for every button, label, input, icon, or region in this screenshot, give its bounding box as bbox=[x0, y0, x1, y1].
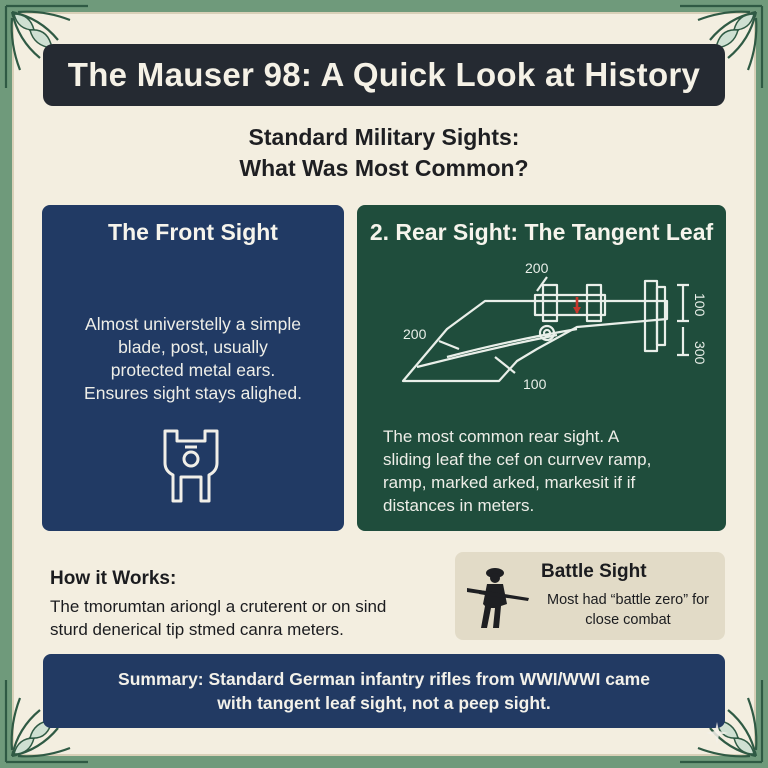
title-banner: The Mauser 98: A Quick Look at History bbox=[43, 44, 725, 106]
how-it-works-heading: How it Works: bbox=[50, 568, 177, 589]
diagram-label-200-top: 200 bbox=[525, 260, 549, 276]
rear-sight-line: distances in meters. bbox=[383, 496, 535, 515]
front-sight-line: Almost universtelly a simple bbox=[85, 314, 301, 334]
how-it-works-text: The tmorumtan ariongl a cruterent or on … bbox=[50, 595, 450, 641]
front-sight-heading: The Front Sight bbox=[108, 219, 278, 245]
rear-sight-panel: 2. Rear Sight: The Tangent Leaf bbox=[357, 205, 726, 531]
how-it-works-line: sturd denerical tip stmed canra meters. bbox=[50, 620, 344, 639]
summary-banner: Summary: Standard German infantry rifles… bbox=[43, 654, 725, 728]
tangent-leaf-diagram: 200 200 100 100 300 bbox=[401, 260, 708, 392]
rear-sight-line: The most common rear sight. A bbox=[383, 427, 620, 446]
section-subtitle: Standard Military Sights: What Was Most … bbox=[0, 122, 768, 184]
rear-sight-line: sliding leaf the cef on currvev ramp, bbox=[383, 450, 652, 469]
corner-ornament-icon bbox=[4, 4, 88, 88]
front-sight-panel: The Front Sight Almost universtelly a si… bbox=[42, 205, 344, 531]
battle-sight-heading: Battle Sight bbox=[541, 561, 647, 582]
summary-line-2: with tangent leaf sight, not a peep sigh… bbox=[217, 693, 551, 713]
summary-text: Summary: Standard German infantry rifles… bbox=[118, 667, 650, 715]
diagram-label-200-left: 200 bbox=[403, 326, 427, 342]
front-sight-description: Almost universtelly a simple blade, post… bbox=[56, 313, 330, 405]
corner-ornament-icon bbox=[680, 680, 764, 764]
front-sight-line: Ensures sight stays alighed. bbox=[84, 383, 302, 403]
subtitle-line-1: Standard Military Sights: bbox=[248, 124, 520, 150]
rear-sight-heading: 2. Rear Sight: The Tangent Leaf bbox=[369, 219, 714, 245]
summary-line-1: Summary: Standard German infantry rifles… bbox=[118, 669, 650, 689]
corner-ornament-icon bbox=[680, 4, 764, 88]
front-sight-line: protected metal ears. bbox=[110, 360, 276, 380]
battle-sight-text: Most had “battle zero” for close combat bbox=[535, 590, 721, 630]
battle-sight-line: Most had “battle zero” for bbox=[547, 592, 709, 608]
battle-sight-box: Battle Sight Most had “battle zero” for … bbox=[455, 552, 725, 640]
diagram-label-100-bottom: 100 bbox=[523, 376, 547, 392]
diagram-label-300-right: 300 bbox=[692, 341, 708, 365]
rear-sight-line: ramp, marked arked, markesit if if bbox=[383, 473, 636, 492]
soldier-silhouette-icon bbox=[467, 568, 529, 628]
front-sight-hood-icon bbox=[163, 429, 219, 503]
battle-sight-line: close combat bbox=[585, 612, 671, 628]
page-title: The Mauser 98: A Quick Look at History bbox=[67, 56, 701, 93]
rear-sight-description: The most common rear sight. A sliding le… bbox=[383, 425, 706, 517]
diagram-label-100-right: 100 bbox=[692, 293, 708, 317]
front-sight-line: blade, post, usually bbox=[118, 337, 268, 357]
how-it-works-line: The tmorumtan ariongl a cruterent or on … bbox=[50, 597, 387, 616]
subtitle-line-2: What Was Most Common? bbox=[239, 155, 529, 181]
sparkle-icon bbox=[706, 722, 728, 744]
how-it-works-section: How it Works: The tmorumtan ariongl a cr… bbox=[50, 568, 450, 641]
